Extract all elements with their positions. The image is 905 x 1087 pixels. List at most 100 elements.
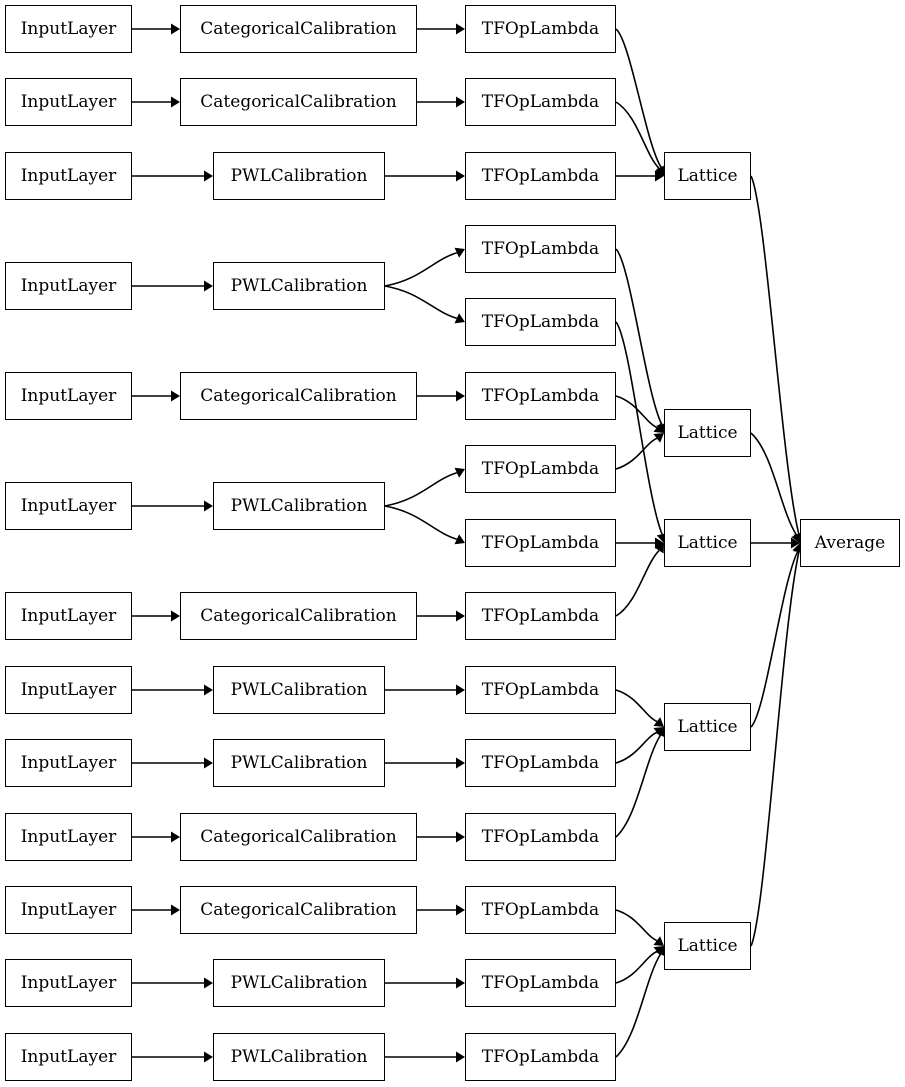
graph-node-in4[interactable]: InputLayer [5, 262, 132, 310]
edge-op3-to-lat1 [616, 170, 664, 182]
edge-op8-to-lat3 [616, 537, 664, 549]
graph-node-cal10[interactable]: CategoricalCalibration [180, 813, 417, 861]
edge-cal7-to-op9 [417, 610, 465, 622]
graph-node-op12[interactable]: TFOpLambda [465, 813, 616, 861]
graph-node-op6[interactable]: TFOpLambda [465, 372, 616, 420]
graph-node-op2[interactable]: TFOpLambda [465, 78, 616, 126]
graph-node-cal3[interactable]: PWLCalibration [213, 152, 385, 200]
node-label: TFOpLambda [481, 1046, 600, 1067]
graph-node-cal2[interactable]: CategoricalCalibration [180, 78, 417, 126]
graph-node-op1[interactable]: TFOpLambda [465, 5, 616, 53]
arrow-head-icon [655, 170, 664, 182]
arrow-head-icon [171, 96, 180, 108]
node-label: CategoricalCalibration [200, 385, 397, 406]
edge-in3-to-cal3 [132, 170, 213, 182]
graph-node-in11[interactable]: InputLayer [5, 886, 132, 934]
graph-node-cal8[interactable]: PWLCalibration [213, 666, 385, 714]
arrow-head-icon [171, 23, 180, 35]
edge-cal13-to-op15 [385, 1051, 465, 1063]
arrow-head-icon [204, 280, 213, 292]
edge-cal9-to-op11 [385, 757, 465, 769]
graph-node-lat5[interactable]: Lattice [664, 922, 751, 970]
graph-node-in10[interactable]: InputLayer [5, 813, 132, 861]
graph-node-in2[interactable]: InputLayer [5, 78, 132, 126]
graph-node-op7[interactable]: TFOpLambda [465, 445, 616, 493]
graph-node-cal11[interactable]: CategoricalCalibration [180, 886, 417, 934]
graph-node-op3[interactable]: TFOpLambda [465, 152, 616, 200]
edge-cal12-to-op14 [385, 977, 465, 989]
node-label: PWLCalibration [230, 495, 368, 516]
node-label: TFOpLambda [481, 532, 600, 553]
graph-node-lat3[interactable]: Lattice [664, 519, 751, 567]
edge-op1-to-lat1 [615, 28, 667, 176]
graph-node-op10[interactable]: TFOpLambda [465, 666, 616, 714]
node-label: PWLCalibration [230, 275, 368, 296]
graph-node-in1[interactable]: InputLayer [5, 5, 132, 53]
graph-node-op4[interactable]: TFOpLambda [465, 225, 616, 273]
graph-node-cal12[interactable]: PWLCalibration [213, 959, 385, 1007]
graph-node-lat2[interactable]: Lattice [664, 409, 751, 457]
node-label: TFOpLambda [481, 972, 600, 993]
graph-node-in8[interactable]: InputLayer [5, 666, 132, 714]
arrow-head-icon [171, 831, 180, 843]
graph-node-op14[interactable]: TFOpLambda [465, 959, 616, 1007]
graph-node-in9[interactable]: InputLayer [5, 739, 132, 787]
edge-in11-to-cal11 [132, 904, 180, 916]
node-label: InputLayer [20, 679, 117, 700]
node-label: TFOpLambda [481, 826, 600, 847]
graph-node-in12[interactable]: InputLayer [5, 959, 132, 1007]
node-label: InputLayer [20, 275, 117, 296]
arrow-head-icon [456, 23, 465, 35]
arrow-head-icon [655, 537, 664, 549]
arrow-head-icon [454, 247, 465, 258]
graph-node-cal5[interactable]: CategoricalCalibration [180, 372, 417, 420]
graph-node-in13[interactable]: InputLayer [5, 1033, 132, 1081]
node-label: PWLCalibration [230, 165, 368, 186]
node-label: InputLayer [20, 972, 117, 993]
node-label: TFOpLambda [481, 605, 600, 626]
graph-node-op5[interactable]: TFOpLambda [465, 298, 616, 346]
edge-cal3-to-op3 [385, 170, 465, 182]
edge-cal8-to-op10 [385, 684, 465, 696]
arrow-head-icon [171, 904, 180, 916]
graph-node-op15[interactable]: TFOpLambda [465, 1033, 616, 1081]
graph-node-in6[interactable]: InputLayer [5, 482, 132, 530]
node-label: CategoricalCalibration [200, 605, 397, 626]
graph-node-cal6[interactable]: PWLCalibration [213, 482, 385, 530]
node-label: InputLayer [20, 1046, 117, 1067]
graph-node-lat1[interactable]: Lattice [664, 152, 751, 200]
arrow-head-icon [653, 936, 664, 946]
edge-lat4-to-avg [750, 543, 803, 728]
arrow-head-icon [456, 96, 465, 108]
edge-cal4-to-op5 [384, 285, 465, 324]
node-label: InputLayer [20, 385, 117, 406]
arrow-head-icon [456, 757, 465, 769]
node-label: PWLCalibration [230, 679, 368, 700]
graph-node-cal4[interactable]: PWLCalibration [213, 262, 385, 310]
graph-node-op9[interactable]: TFOpLambda [465, 592, 616, 640]
graph-node-in3[interactable]: InputLayer [5, 152, 132, 200]
graph-node-op11[interactable]: TFOpLambda [465, 739, 616, 787]
graph-node-cal1[interactable]: CategoricalCalibration [180, 5, 417, 53]
graph-node-cal7[interactable]: CategoricalCalibration [180, 592, 417, 640]
arrow-head-icon [456, 610, 465, 622]
edge-cal1-to-op1 [417, 23, 465, 35]
node-label: Lattice [677, 532, 738, 553]
edge-cal2-to-op2 [417, 96, 465, 108]
node-label: TFOpLambda [481, 91, 600, 112]
graph-node-lat4[interactable]: Lattice [664, 703, 751, 751]
graph-node-in5[interactable]: InputLayer [5, 372, 132, 420]
graph-node-cal13[interactable]: PWLCalibration [213, 1033, 385, 1081]
node-label: InputLayer [20, 899, 117, 920]
arrow-head-icon [653, 433, 664, 443]
graph-node-avg[interactable]: Average [800, 519, 900, 567]
edge-op12-to-lat4 [615, 727, 666, 838]
arrow-head-icon [654, 165, 664, 176]
graph-node-in7[interactable]: InputLayer [5, 592, 132, 640]
graph-node-op13[interactable]: TFOpLambda [465, 886, 616, 934]
node-label: TFOpLambda [481, 899, 600, 920]
graph-node-cal9[interactable]: PWLCalibration [213, 739, 385, 787]
edge-op11-to-lat4 [615, 727, 664, 764]
graph-node-op8[interactable]: TFOpLambda [465, 519, 616, 567]
